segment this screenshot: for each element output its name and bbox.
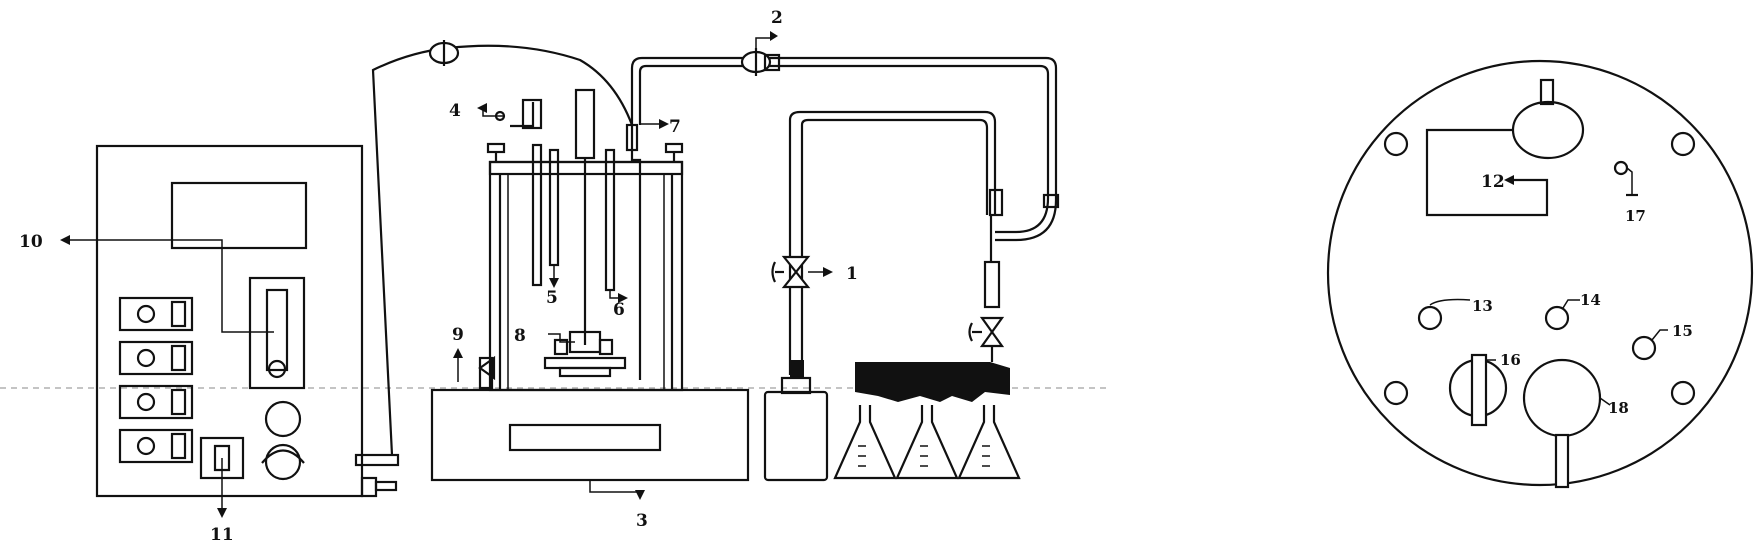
sampling-valve-9	[478, 355, 496, 390]
label-12: 12	[1481, 172, 1505, 192]
flowmeter-housing	[248, 276, 306, 390]
condenser-tubing	[630, 31, 1060, 242]
probe-5	[548, 148, 560, 267]
collection-system	[763, 110, 1021, 482]
tube-connector-2	[740, 31, 778, 76]
label-16: 16	[1500, 351, 1521, 369]
valve-1	[771, 255, 833, 289]
label-14: 14	[1580, 291, 1601, 309]
label-15: 15	[1672, 322, 1693, 340]
label-10: 10	[19, 232, 43, 252]
reactor	[430, 88, 750, 500]
reactor-lid-top-view	[1326, 59, 1754, 489]
flask-2	[895, 405, 959, 480]
label-1: 1	[846, 264, 858, 284]
probe-6	[604, 148, 616, 292]
stirrer-base	[430, 388, 750, 482]
switch-panel	[118, 296, 194, 464]
label-4: 4	[449, 101, 461, 121]
manifold	[855, 362, 1010, 402]
tube-connector-top-left	[428, 40, 460, 66]
callout-labels: 1 2 3 4 5 6 7 8 9 10 11 12 13 14 15 16 1…	[19, 8, 1693, 545]
probe-4	[531, 143, 543, 287]
label-18: 18	[1608, 399, 1629, 417]
flask-3	[957, 405, 1021, 480]
label-7: 7	[669, 117, 681, 137]
collection-bottle	[763, 376, 829, 482]
label-9: 9	[452, 325, 464, 345]
base-display	[508, 423, 662, 452]
display-screen	[170, 181, 308, 250]
label-11: 11	[210, 525, 234, 545]
label-2: 2	[771, 8, 783, 28]
label-5: 5	[546, 288, 558, 308]
pump-knob	[264, 443, 302, 481]
label-13: 13	[1472, 297, 1493, 315]
valve-right	[968, 316, 1005, 348]
label-8: 8	[514, 326, 526, 346]
flask-1	[833, 405, 897, 480]
label-17: 17	[1625, 207, 1646, 225]
knob	[264, 400, 302, 438]
label-3: 3	[636, 511, 648, 531]
label-6: 6	[613, 300, 625, 320]
flowmeter-tube	[265, 288, 289, 372]
stirrer-shaft-housing	[574, 88, 596, 160]
gas-tubing	[371, 44, 634, 456]
control-cabinet	[60, 144, 400, 518]
